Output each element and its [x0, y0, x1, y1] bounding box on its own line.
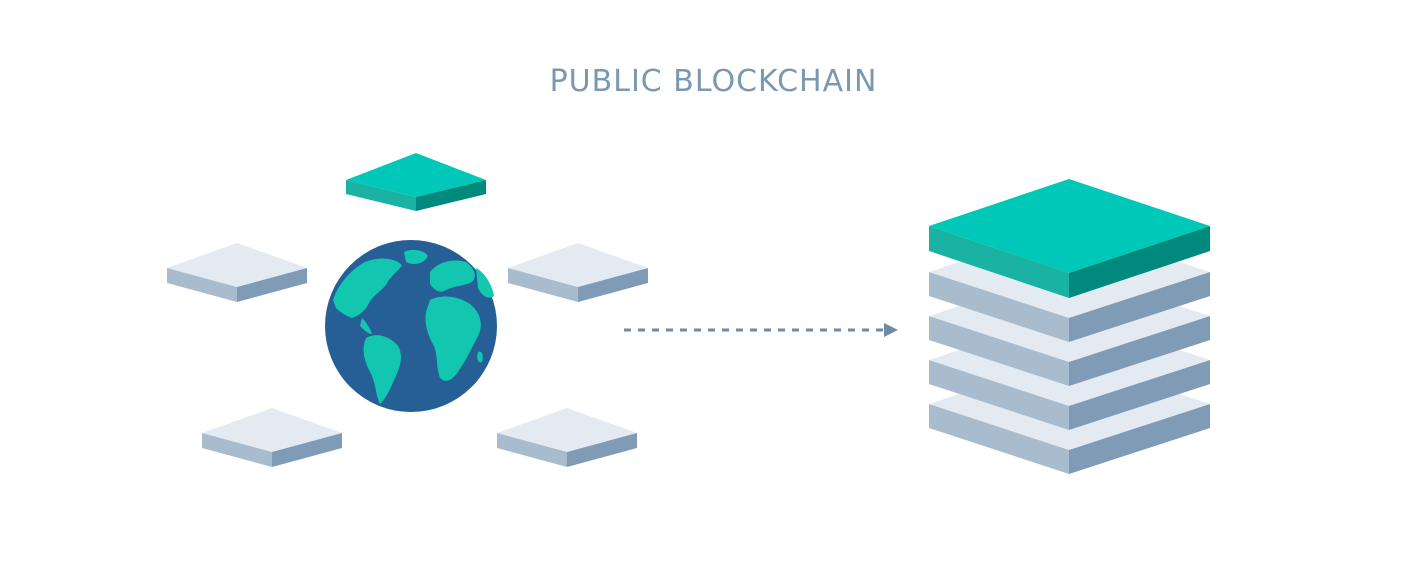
node-block-bottom-right	[497, 408, 637, 467]
page-title: PUBLIC BLOCKCHAIN	[549, 64, 878, 99]
node-block-left	[167, 243, 307, 302]
node-block-right	[508, 243, 648, 302]
block-stack-icon	[929, 179, 1210, 474]
globe-icon	[325, 240, 497, 412]
dashed-arrow-icon	[624, 323, 898, 337]
node-block-bottom-left	[202, 408, 342, 467]
chain-block-top-active	[929, 179, 1210, 298]
node-block-top-active	[346, 153, 486, 211]
